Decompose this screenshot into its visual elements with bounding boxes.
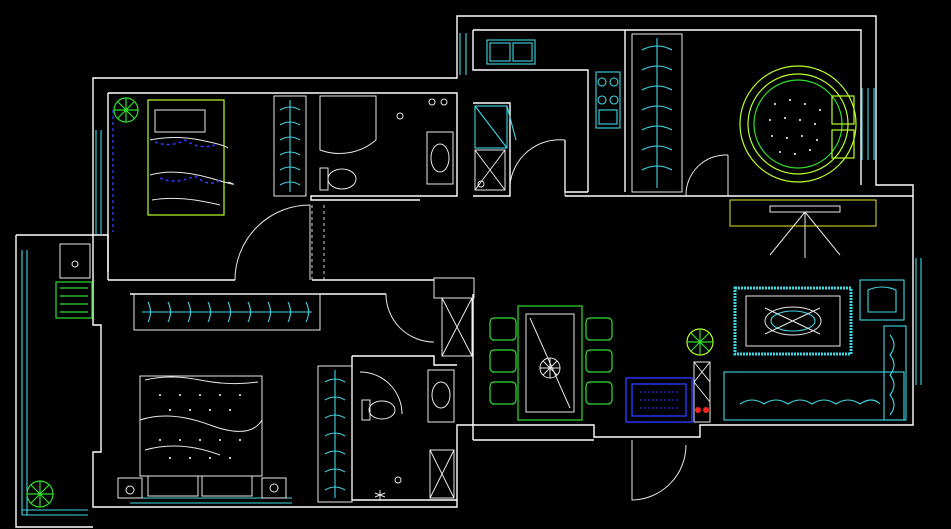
plant-icon bbox=[113, 97, 139, 123]
windows bbox=[21, 33, 922, 516]
drain-icon bbox=[396, 112, 404, 120]
tv-icon bbox=[729, 199, 877, 258]
window-topleft bbox=[459, 33, 467, 75]
wardrobe-icon bbox=[631, 33, 683, 193]
lamp-icon bbox=[125, 485, 135, 495]
sink-icon bbox=[427, 369, 455, 423]
shelf-icon bbox=[693, 361, 711, 423]
fridge-icon bbox=[474, 105, 517, 149]
wardrobe-icon bbox=[317, 365, 353, 503]
wall-inner bbox=[107, 92, 311, 272]
window-balcony bbox=[21, 250, 88, 516]
plant-icon bbox=[26, 480, 54, 508]
sink-icon bbox=[426, 131, 454, 185]
window-right-top bbox=[861, 88, 875, 160]
balcony bbox=[26, 243, 93, 508]
sliding-door bbox=[433, 277, 475, 357]
shower-tray bbox=[429, 449, 455, 499]
door-swing-icon bbox=[509, 139, 566, 196]
round-bed-icon bbox=[739, 65, 857, 183]
wall-inner-top bbox=[472, 29, 862, 192]
door-frame bbox=[311, 205, 325, 280]
doors bbox=[234, 139, 729, 501]
bed-icon bbox=[139, 375, 263, 497]
walls bbox=[15, 15, 914, 528]
wall-bath-top bbox=[310, 92, 458, 201]
dining-table-icon bbox=[489, 305, 613, 421]
sink-icon bbox=[486, 39, 536, 65]
shower bbox=[319, 95, 377, 154]
toilet-icon bbox=[361, 399, 396, 421]
stove-icon bbox=[595, 71, 621, 129]
nightstand bbox=[261, 477, 287, 499]
door-swing-icon bbox=[685, 154, 729, 197]
balcony-wall bbox=[15, 234, 109, 528]
wall-outline bbox=[92, 15, 914, 508]
door-swing-icon bbox=[359, 371, 403, 415]
window-bottom bbox=[130, 497, 292, 504]
washer-icon bbox=[55, 281, 93, 319]
sink-icon bbox=[59, 243, 91, 279]
window-left-top bbox=[95, 130, 102, 235]
sofa-icon bbox=[723, 279, 907, 421]
bathroom-top bbox=[319, 95, 454, 191]
door-swing-icon bbox=[631, 440, 687, 501]
bathroom-bottom bbox=[361, 369, 455, 500]
wardrobe-icon bbox=[273, 95, 307, 197]
cabinet-icon bbox=[625, 377, 693, 423]
plant-icon bbox=[686, 328, 714, 356]
toilet-icon bbox=[319, 167, 357, 191]
plant-small-icon bbox=[374, 490, 386, 500]
bed-icon bbox=[147, 99, 234, 216]
rug-icon bbox=[733, 286, 853, 356]
lamp-icon bbox=[269, 483, 279, 493]
washer-icon bbox=[474, 149, 506, 191]
wardrobe-icon bbox=[133, 293, 321, 331]
knob-icon bbox=[440, 98, 448, 106]
door-swing-icon bbox=[234, 204, 311, 281]
knob-icon bbox=[428, 98, 436, 106]
bedroom-bottom bbox=[117, 365, 353, 503]
nightstand bbox=[117, 477, 143, 499]
kitchen bbox=[474, 33, 683, 193]
window-right-mid bbox=[915, 258, 922, 385]
wall-dining bbox=[472, 294, 594, 441]
wall-lower-bath bbox=[351, 355, 457, 501]
door-swing-icon bbox=[385, 293, 435, 343]
wall-mid bbox=[108, 279, 434, 295]
bedroom-top bbox=[112, 95, 307, 232]
drain-icon bbox=[394, 476, 402, 484]
